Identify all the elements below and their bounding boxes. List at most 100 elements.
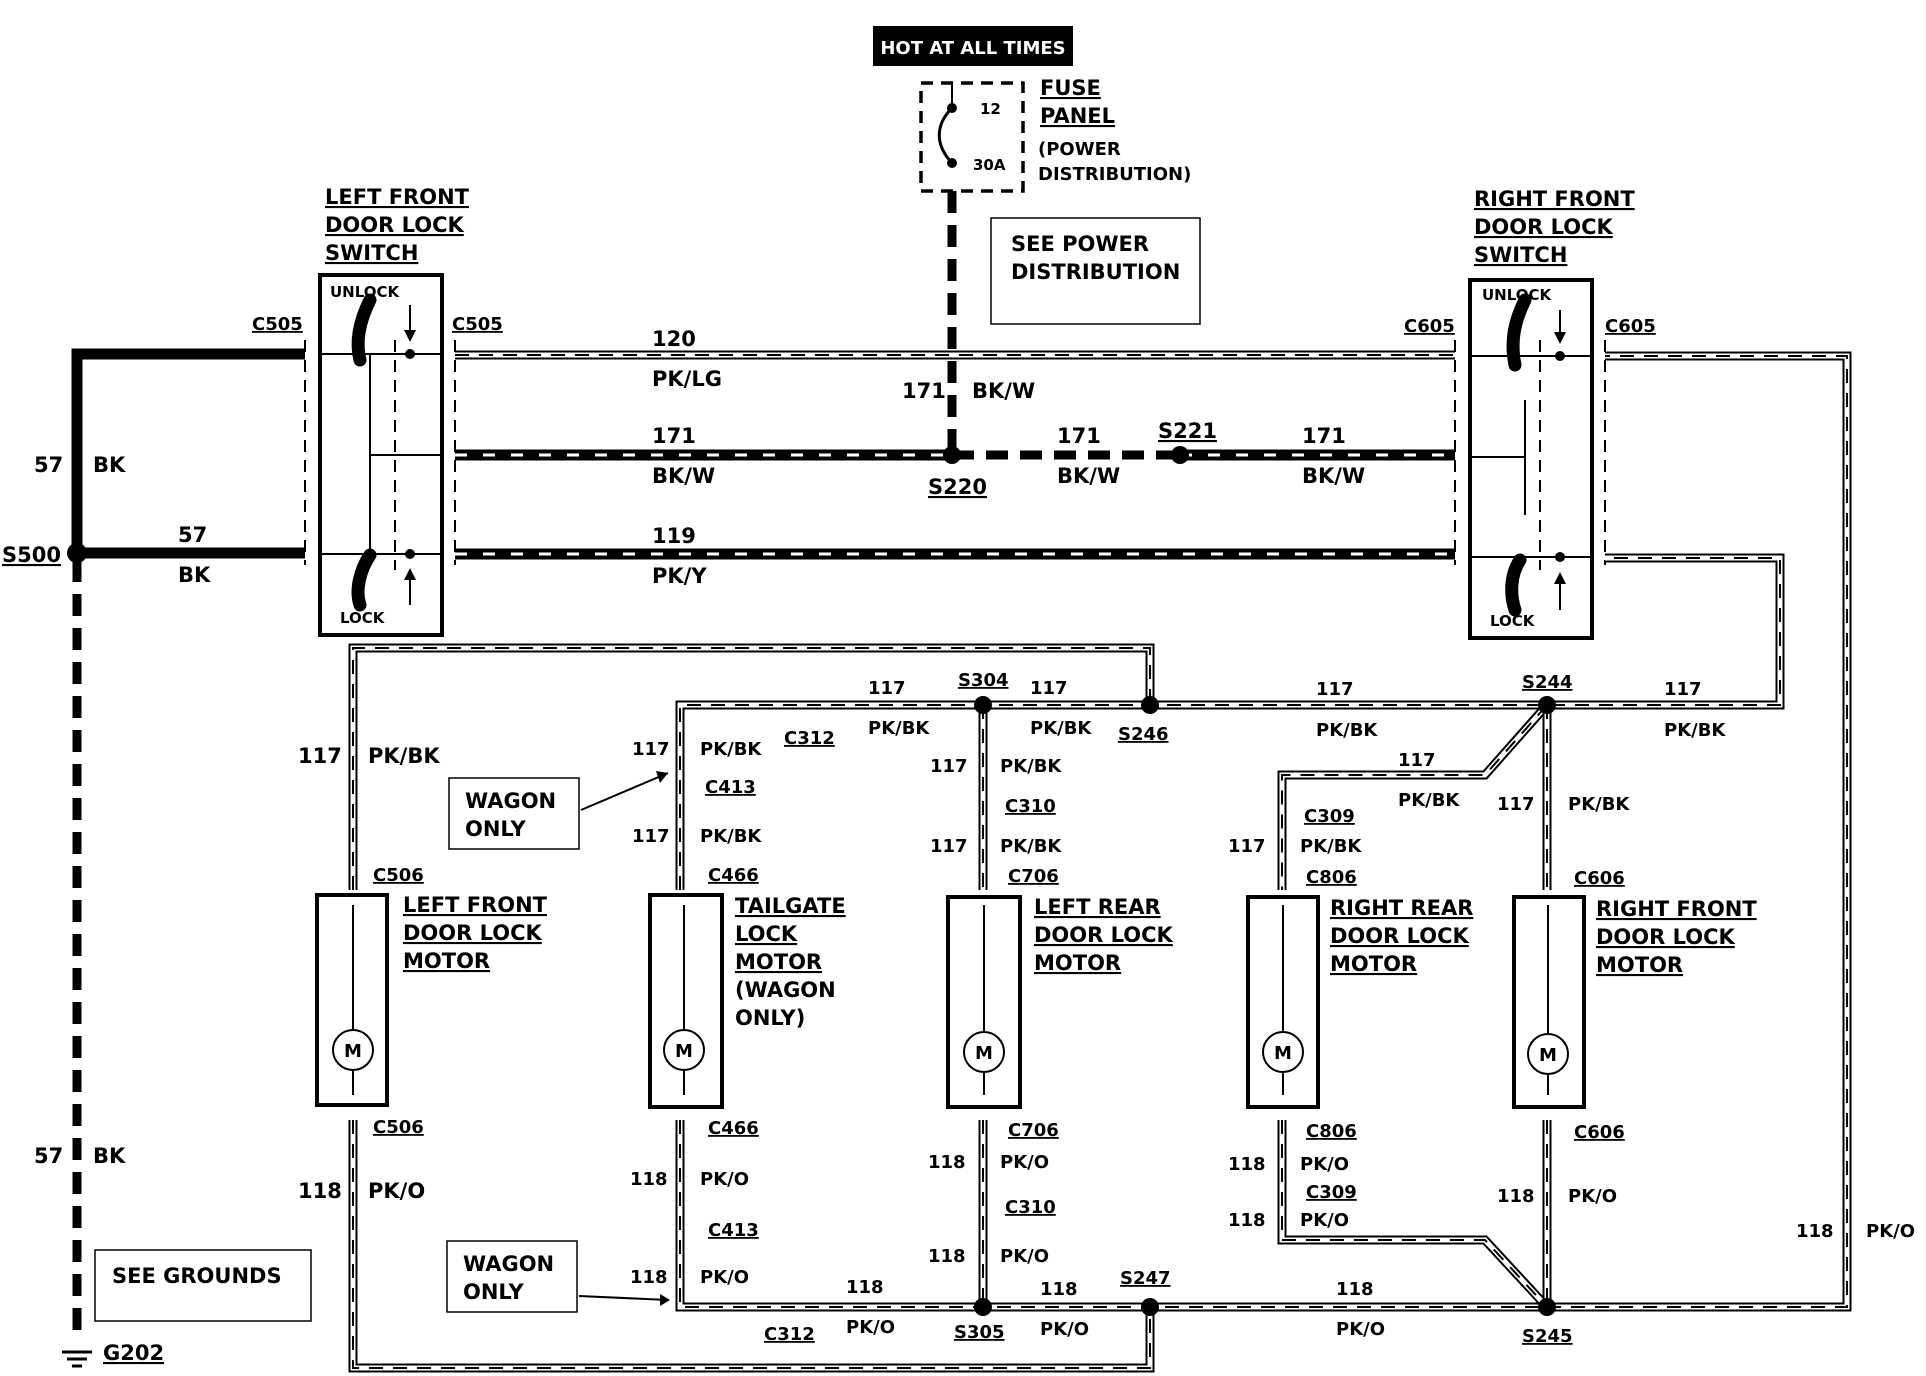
motor-lf-title-1: LEFT FRONT bbox=[403, 893, 548, 917]
fuse-panel-subtitle-1: (POWER bbox=[1038, 139, 1121, 160]
circuit-118-rf: 118 bbox=[1497, 1186, 1535, 1207]
fuse-panel-subtitle-2: DISTRIBUTION) bbox=[1038, 164, 1191, 185]
lf-switch-lock: LOCK bbox=[340, 609, 386, 627]
motor-tg-title-2: LOCK bbox=[735, 922, 798, 946]
circuit-117-tg-a: 117 bbox=[632, 739, 670, 760]
circuit-118-lr-b: 118 bbox=[928, 1246, 966, 1267]
color-pk-bk-bus-d: PK/BK bbox=[1664, 720, 1726, 741]
motor-tailgate: M C466 C466 bbox=[648, 865, 759, 1139]
lf-switch-unlock: UNLOCK bbox=[330, 283, 401, 301]
motor-rr-title-1: RIGHT REAR bbox=[1330, 896, 1473, 920]
wagon-only-top-2: ONLY bbox=[465, 817, 527, 841]
motor-tg-title-3: MOTOR bbox=[735, 950, 822, 974]
motor-lr-m-icon: M bbox=[975, 1043, 993, 1064]
splice-s244-label: S244 bbox=[1522, 672, 1573, 693]
splice-s246-label: S246 bbox=[1118, 724, 1169, 745]
motor-rf-title-3: MOTOR bbox=[1596, 953, 1683, 977]
motor-lr-title-3: MOTOR bbox=[1034, 951, 1121, 975]
circuit-117-bus-c: 117 bbox=[1316, 679, 1354, 700]
circuit-118-tg-b: 118 bbox=[630, 1267, 668, 1288]
lf-switch-title-3: SWITCH bbox=[325, 241, 418, 265]
color-pk-bk-rr-b: PK/BK bbox=[1300, 836, 1362, 857]
c505-label-left: C505 bbox=[252, 314, 303, 335]
motor-tg-m-icon: M bbox=[675, 1041, 693, 1062]
motor-rf-title-2: DOOR LOCK bbox=[1596, 925, 1736, 949]
rf-door-lock-switch bbox=[1468, 278, 1594, 640]
c506-label-top: C506 bbox=[373, 865, 424, 886]
circuit-117-lf: 117 bbox=[298, 744, 342, 768]
color-bk-label-a: BK bbox=[93, 453, 126, 477]
c606-label-bottom: C606 bbox=[1574, 1122, 1625, 1143]
motor-tg-title-4: (WAGON bbox=[735, 978, 836, 1002]
wagon-only-bottom-2: ONLY bbox=[463, 1280, 525, 1304]
color-pk-bk-rr-a: PK/BK bbox=[1398, 790, 1460, 811]
color-pk-bk-bus-a: PK/BK bbox=[868, 718, 930, 739]
c466-label-top: C466 bbox=[708, 865, 759, 886]
circuit-171-label-b: 171 bbox=[1057, 424, 1101, 448]
circuit-118-rr-a: 118 bbox=[1228, 1154, 1266, 1175]
color-pk-o-bus-b: PK/O bbox=[1040, 1319, 1089, 1340]
circuit-117-rr-b: 117 bbox=[1228, 836, 1266, 857]
motor-lr-title-2: DOOR LOCK bbox=[1034, 923, 1174, 947]
c605-label-right: C605 bbox=[1605, 316, 1656, 337]
color-pk-bk-tg-a: PK/BK bbox=[700, 739, 762, 760]
splice-s220 bbox=[943, 446, 961, 464]
splice-s244 bbox=[1538, 696, 1556, 714]
motor-rr-title-2: DOOR LOCK bbox=[1330, 924, 1470, 948]
motor-rf-title-1: RIGHT FRONT bbox=[1596, 897, 1757, 921]
color-bk-label-b: BK bbox=[178, 563, 211, 587]
color-pk-lg-label: PK/LG bbox=[652, 367, 722, 391]
c413-label-bottom: C413 bbox=[708, 1220, 759, 1241]
rf-switch-unlock: UNLOCK bbox=[1482, 286, 1553, 304]
fuse-panel-box bbox=[919, 81, 1025, 193]
circuit-118-rr-b: 118 bbox=[1228, 1210, 1266, 1231]
rf-switch-lock: LOCK bbox=[1490, 612, 1536, 630]
wagon-only-note-bottom bbox=[446, 1240, 578, 1313]
motor-right-rear: M C806 C806 bbox=[1246, 867, 1357, 1142]
c312-label-bottom: C312 bbox=[764, 1324, 815, 1345]
fuse-number: 12 bbox=[980, 100, 1001, 118]
c706-label-top: C706 bbox=[1008, 866, 1059, 887]
lf-switch-title-1: LEFT FRONT bbox=[325, 185, 470, 209]
see-power-distribution-note bbox=[990, 217, 1201, 325]
hot-at-all-times-badge bbox=[873, 26, 1073, 66]
see-grounds-note bbox=[94, 1249, 312, 1322]
splice-s304-label: S304 bbox=[958, 670, 1009, 691]
c309-label-bottom: C309 bbox=[1306, 1182, 1357, 1203]
color-pk-bk-bus-b: PK/BK bbox=[1030, 718, 1092, 739]
motor-lf-title-3: MOTOR bbox=[403, 949, 490, 973]
wagon-only-top-1: WAGON bbox=[465, 789, 556, 813]
splice-s500-label: S500 bbox=[2, 543, 61, 567]
splice-s245 bbox=[1538, 1298, 1556, 1316]
splice-s247-label: S247 bbox=[1120, 1268, 1171, 1289]
circuit-118-bus-c: 118 bbox=[1336, 1279, 1374, 1300]
color-bk-w-label-c: BK/W bbox=[1302, 464, 1365, 488]
c706-label-bottom: C706 bbox=[1008, 1120, 1059, 1141]
rf-switch-title-3: SWITCH bbox=[1474, 243, 1567, 267]
color-pk-o-lf: PK/O bbox=[368, 1179, 425, 1203]
ground-g202-icon bbox=[62, 1350, 92, 1368]
c606-label-top: C606 bbox=[1574, 868, 1625, 889]
circuit-171-label-feed: 171 bbox=[902, 379, 946, 403]
ground-g202-label: G202 bbox=[103, 1341, 164, 1365]
motor-lr-title-1: LEFT REAR bbox=[1034, 895, 1161, 919]
circuit-117-lr-b: 117 bbox=[930, 836, 968, 857]
rf-switch-title-2: DOOR LOCK bbox=[1474, 215, 1614, 239]
c506-label-bottom: C506 bbox=[373, 1117, 424, 1138]
wire-117-pk-bk bbox=[348, 553, 1785, 890]
lf-switch-title-2: DOOR LOCK bbox=[325, 213, 465, 237]
circuit-120-label: 120 bbox=[652, 327, 696, 351]
splice-s245-label: S245 bbox=[1522, 1326, 1573, 1347]
motor-rf-m-icon: M bbox=[1539, 1045, 1557, 1066]
c309-label-top: C309 bbox=[1304, 806, 1355, 827]
circuit-117-bus-a: 117 bbox=[868, 678, 906, 699]
circuit-117-rr-a: 117 bbox=[1398, 750, 1436, 771]
color-bk-w-label-a: BK/W bbox=[652, 464, 715, 488]
circuit-117-bus-d: 117 bbox=[1664, 679, 1702, 700]
motor-rr-m-icon: M bbox=[1274, 1043, 1292, 1064]
motor-tg-title-1: TAILGATE bbox=[735, 894, 846, 918]
color-bk-w-label-b: BK/W bbox=[1057, 464, 1120, 488]
circuit-117-lr-a: 117 bbox=[930, 756, 968, 777]
color-pk-bk-lf: PK/BK bbox=[368, 744, 440, 768]
color-bk-label-c: BK bbox=[93, 1144, 126, 1168]
